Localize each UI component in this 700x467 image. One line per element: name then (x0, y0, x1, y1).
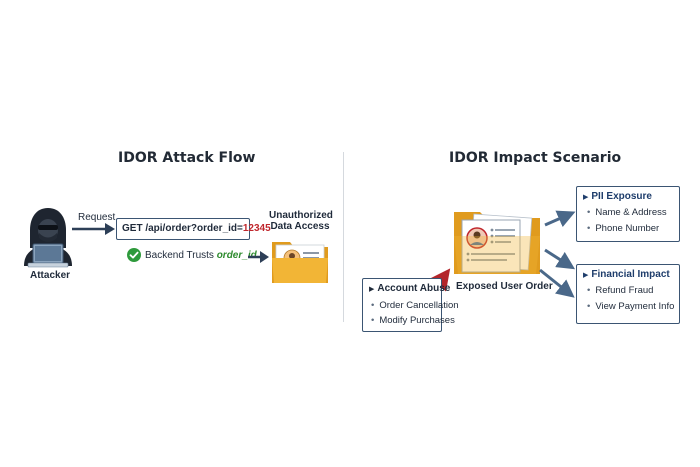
request-label: Request (78, 212, 116, 223)
account-item: Order Cancellation (379, 300, 459, 311)
arrow-to-financial (544, 248, 576, 270)
financial-item: View Payment Info (595, 301, 675, 312)
arrow-to-financial-2 (539, 268, 575, 298)
request-box: GET /api/order?order_id=12345 (116, 218, 271, 240)
impact-scenario-title: IDOR Impact Scenario (449, 150, 622, 166)
pii-item: Phone Number (595, 223, 660, 234)
backend-trust-text: Backend Trusts order_id (145, 249, 257, 261)
financial-impact-card: ▶Financial Impact •Refund Fraud •View Pa… (576, 264, 680, 324)
trusted-param: order_id (216, 249, 257, 261)
pii-item: Name & Address (595, 207, 667, 218)
request-text: GET /api/order?order_id= (122, 223, 243, 234)
financial-title: Financial Impact (591, 269, 670, 280)
access-arrow (248, 251, 269, 263)
hacker-icon (24, 208, 72, 268)
caret-icon: ▶ (583, 194, 589, 201)
data-access-label: Unauthorized Data Access (269, 210, 333, 232)
exposed-order-label: Exposed User Order (456, 281, 553, 292)
pii-exposure-card: ▶PII Exposure •Name & Address •Phone Num… (576, 186, 680, 242)
panel-divider (343, 152, 344, 322)
caret-icon: ▶ (369, 286, 375, 293)
folder-icon (272, 242, 328, 283)
account-item: Modify Purchases (379, 315, 455, 326)
exposed-order-folder-icon (454, 212, 540, 274)
request-arrow (72, 223, 115, 235)
laptop-icon (27, 243, 69, 268)
account-title: Account Abuse (377, 283, 451, 294)
document-icon (461, 219, 521, 273)
pii-title: PII Exposure (591, 191, 652, 202)
attacker-label: Attacker (30, 270, 71, 281)
financial-item: Refund Fraud (595, 285, 654, 296)
order-id-value: 12345 (242, 223, 271, 234)
caret-icon: ▶ (583, 272, 589, 279)
arrow-to-pii (544, 210, 576, 228)
account-abuse-card: ▶Account Abuse •Order Cancellation •Modi… (362, 278, 459, 332)
backend-trust-row: Backend Trusts order_id (127, 247, 257, 263)
attack-flow-title: IDOR Attack Flow (118, 150, 256, 166)
check-icon (127, 248, 141, 262)
